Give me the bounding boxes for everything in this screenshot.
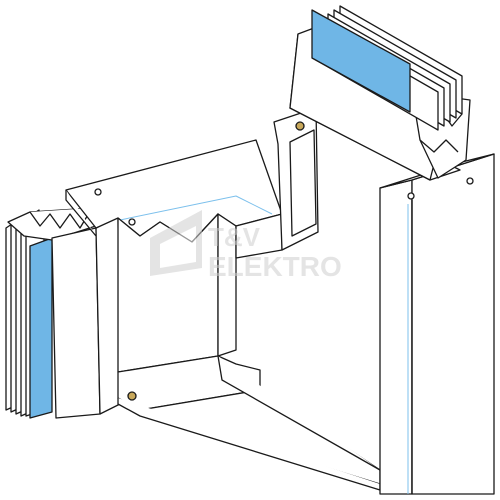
left-housing bbox=[51, 207, 121, 419]
tee-bottom-plate bbox=[117, 355, 381, 491]
top-right-blue-insulator bbox=[311, 9, 411, 113]
bracket-screw bbox=[295, 121, 305, 131]
left-blue-insulator bbox=[29, 237, 53, 419]
tee-top-plate bbox=[65, 139, 283, 243]
watermark: T&V ELEKTRO bbox=[150, 210, 342, 282]
right-leg-housing bbox=[379, 153, 495, 495]
bottom-plate-screw bbox=[127, 391, 137, 401]
top-plate-hole-left bbox=[94, 188, 102, 196]
top-plate-hole-right bbox=[128, 218, 136, 226]
upright-bracket bbox=[273, 107, 319, 251]
right-leg-hole bbox=[407, 192, 415, 200]
top-guide-line bbox=[119, 195, 273, 221]
watermark-line1: T&V bbox=[208, 222, 261, 252]
top-right-conductor-plates bbox=[311, 5, 463, 131]
left-conductor-plates bbox=[5, 209, 53, 419]
right-leg-hole-2 bbox=[466, 177, 474, 185]
tv-logo-icon bbox=[150, 210, 202, 276]
watermark-line2: ELEKTRO bbox=[208, 251, 342, 282]
